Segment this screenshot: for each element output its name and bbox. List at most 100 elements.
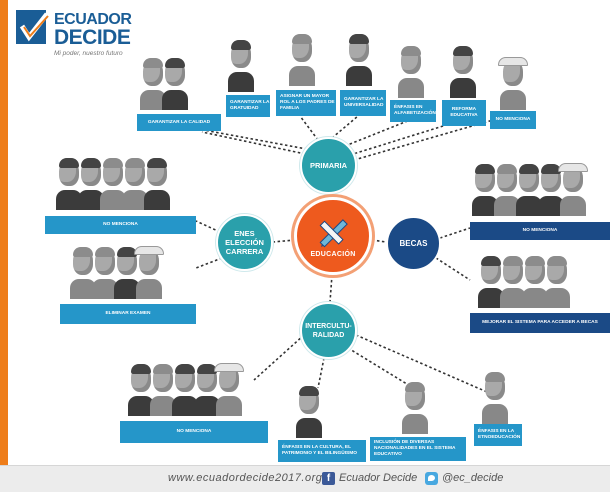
twitter-icon[interactable]	[425, 472, 438, 485]
logo-wordmark-line2: DECIDE	[54, 26, 131, 49]
candidate-photo	[122, 158, 148, 210]
candidate-photo	[194, 364, 220, 416]
candidate-photo	[558, 163, 588, 216]
label-no-menciona-bottom: NO MENCIONA	[120, 421, 268, 443]
pencil-ruler-icon	[319, 218, 348, 247]
candidate-photo	[516, 164, 542, 216]
link-inter-cultura	[317, 357, 325, 389]
candidate-photo	[472, 164, 498, 216]
candidates-no-menciona-bottom	[128, 363, 244, 416]
node-enes-line2: ELECCIÓN	[225, 238, 264, 247]
candidates-enfasis-cultura	[296, 386, 322, 438]
candidate-photo	[538, 164, 564, 216]
footer-website-link[interactable]: www.ecuadordecide2017.org	[168, 472, 323, 484]
link-primaria-universalidad	[331, 115, 359, 139]
candidates-no-menciona-becas	[472, 163, 588, 216]
logo-tagline: Mi poder, nuestro futuro	[54, 50, 123, 57]
footer-facebook-link[interactable]: Ecuador Decide	[339, 472, 418, 484]
label-garantizar-gratuidad: GARANTIZAR LA GRATUIDAD	[226, 95, 270, 117]
candidates-no-menciona-left	[56, 158, 170, 210]
candidates-mejorar-sistema	[478, 256, 570, 308]
candidate-photo	[296, 386, 322, 438]
candidates-asignar-rol	[289, 34, 315, 86]
label-garantizar-calidad: GARANTIZAR LA CALIDAD	[137, 114, 221, 131]
link-center-becas	[371, 239, 387, 243]
logo-wordmark-line1: ECUADOR	[54, 11, 132, 28]
candidate-photo	[150, 364, 176, 416]
label-reforma-educativa: REFORMA EDUCATIVA	[442, 100, 486, 126]
candidate-photo	[500, 256, 526, 308]
candidate-photo	[134, 246, 164, 299]
candidate-photo	[214, 363, 244, 416]
candidate-photo	[172, 364, 198, 416]
label-enfasis-etnoeducacion: ÉNFASIS EN LA ETNOEDUCACIÓN	[474, 424, 522, 446]
facebook-icon[interactable]: f	[322, 472, 335, 485]
link-primaria-calidad	[201, 131, 311, 156]
candidate-photo	[162, 58, 188, 110]
node-educacion-label: EDUCACIÓN	[310, 250, 356, 258]
candidate-photo	[398, 46, 424, 98]
candidates-eliminar-examen	[70, 246, 164, 299]
node-enes: ENES ELECCIÓN CARRERA	[216, 214, 273, 271]
footer-bar: www.ecuadordecide2017.org f Ecuador Deci…	[0, 465, 610, 492]
candidate-photo	[522, 256, 548, 308]
node-enes-line1: ENES	[234, 229, 255, 238]
candidate-photo	[498, 57, 528, 110]
candidate-photo	[402, 382, 428, 434]
candidate-photo	[128, 364, 154, 416]
candidate-photo	[450, 46, 476, 98]
candidates-no-menciona-top	[498, 57, 528, 110]
label-asignar-rol: ASIGNAR UN MAYOR ROL A LOS PADRES DE FAM…	[276, 90, 336, 116]
candidates-garantizar-universalidad	[346, 34, 372, 86]
link-enes-eliminar	[195, 257, 223, 269]
link-becas-mejorar	[435, 257, 471, 281]
link-primaria-reforma	[349, 121, 457, 156]
checkmark-logo-icon	[16, 10, 49, 44]
candidate-photo	[70, 247, 96, 299]
candidate-photo	[478, 256, 504, 308]
label-mejorar-sistema: MEJORAR EL SISTEMA PARA ACCEDER A BECAS	[470, 313, 610, 333]
candidates-garantizar-gratuidad	[228, 40, 254, 92]
link-primaria-padres	[299, 115, 319, 141]
node-inter-line1: INTERCULTU-	[305, 322, 352, 330]
label-no-menciona-becas: NO MENCIONA	[470, 222, 610, 240]
label-eliminar-examen: ELIMINAR EXAMEN	[60, 304, 196, 324]
node-becas: BECAS	[386, 216, 441, 271]
candidates-reforma-educativa	[450, 46, 476, 98]
candidate-photo	[228, 40, 254, 92]
candidate-photo	[544, 256, 570, 308]
label-enfasis-cultura: ÉNFASIS EN LA CULTURA, EL PATRIMONIO Y E…	[278, 440, 366, 462]
label-inclusion-nacionalidades: INCLUSIÓN DE DIVERSAS NACIONALIDADES EN …	[370, 437, 466, 461]
label-garantizar-universalidad: GARANTIZAR LA UNIVERSALIDAD	[340, 90, 386, 116]
node-interculturalidad: INTERCULTU- RALIDAD	[300, 302, 357, 359]
node-primaria-label: PRIMARIA	[309, 161, 348, 170]
label-enfasis-alfabetizacion: ÉNFASIS EN ALFABETIZACIÓN	[390, 100, 436, 122]
footer-twitter-link[interactable]: @ec_decide	[442, 472, 504, 484]
candidates-garantizar-calidad	[140, 58, 188, 110]
candidates-enfasis-etnoeducacion	[482, 372, 508, 424]
candidate-photo	[482, 372, 508, 424]
candidate-photo	[144, 158, 170, 210]
node-primaria: PRIMARIA	[300, 137, 357, 194]
orange-side-stripe	[0, 0, 8, 465]
candidate-photo	[78, 158, 104, 210]
link-primaria-gratuidad	[197, 128, 313, 151]
candidate-photo	[346, 34, 372, 86]
link-primaria-alfabetizacion	[344, 119, 411, 147]
candidate-photo	[56, 158, 82, 210]
candidate-photo	[289, 34, 315, 86]
candidates-enfasis-alfabetizacion	[398, 46, 424, 98]
link-becas-nomenciona	[439, 227, 471, 239]
candidate-photo	[114, 247, 140, 299]
node-enes-line3: CARRERA	[225, 247, 264, 256]
candidate-photo	[140, 58, 166, 110]
label-no-menciona-left: NO MENCIONA	[45, 216, 196, 234]
candidates-inclusion-nacionalidades	[402, 382, 428, 434]
node-becas-label: BECAS	[399, 239, 428, 248]
link-inter-nomenciona	[253, 334, 305, 381]
link-center-enes	[272, 239, 296, 243]
link-enes-nomenciona	[195, 220, 221, 233]
node-inter-line2: RALIDAD	[312, 331, 345, 339]
node-educacion-center: EDUCACIÓN	[294, 197, 372, 275]
label-no-menciona-top: NO MENCIONA	[490, 111, 536, 129]
